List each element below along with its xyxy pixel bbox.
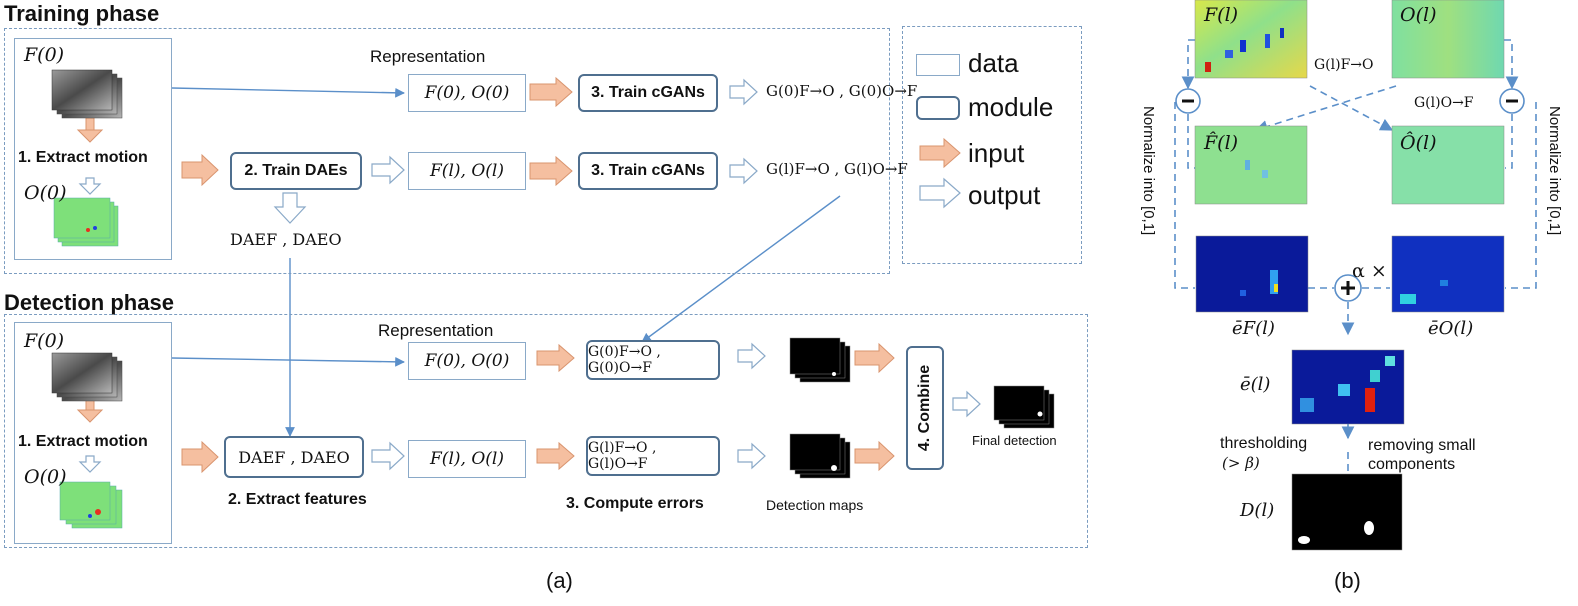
- data-f0-o0-training: F(0), O(0): [408, 74, 526, 112]
- representation-label-detection: Representation: [378, 321, 494, 340]
- train-cgans-module-0: 3. Train cGANs: [578, 74, 718, 112]
- video-frames-detection: [51, 352, 123, 402]
- dae-features-module: DAEF , DAEO: [224, 436, 364, 478]
- heatmap-F-hat: [1194, 125, 1308, 205]
- normalize-label-right: Normalize into [0,1]: [1546, 106, 1563, 236]
- generators-0-training: G(0)F→O , G(0)O→F: [766, 82, 918, 100]
- data-fl-ol-detection: F(l), O(l): [408, 440, 526, 478]
- label-g-of: G(l)O→F: [1414, 95, 1474, 111]
- combine-label: 4. Combine: [916, 364, 934, 452]
- beta-label: (> β): [1222, 454, 1260, 472]
- heatmap-O-hat: [1391, 125, 1505, 205]
- label-dl: D(l): [1240, 500, 1275, 521]
- label-f0-training: F(0): [24, 44, 65, 66]
- data-fl-ol-training: F(l), O(l): [408, 152, 526, 190]
- heatmap-error-F: [1195, 235, 1309, 313]
- heatmap-error-combined: [1291, 349, 1405, 425]
- output-arrows: [78, 78, 981, 473]
- input-frame-training: [14, 38, 172, 260]
- video-frames-training: [51, 69, 123, 119]
- heatmap-error-O: [1391, 235, 1505, 313]
- detection-region: [4, 314, 1088, 548]
- training-phase-title: Training phase: [4, 1, 160, 26]
- generators-0-module: G(0)F→O , G(0)O→F: [586, 340, 720, 380]
- label-fl: F(l): [1204, 4, 1239, 26]
- caption-a: (a): [546, 568, 573, 593]
- heatmap-O: [1391, 0, 1505, 79]
- legend-input-label: input: [968, 138, 1025, 168]
- dae-pair-output: DAEF , DAEO: [230, 230, 342, 249]
- legend-data-label: data: [968, 48, 1019, 78]
- label-o-hat: Ô(l): [1400, 132, 1437, 154]
- label-f0-detection: F(0): [24, 330, 65, 352]
- legend-data-swatch: [916, 54, 960, 76]
- extract-features-label: 2. Extract features: [228, 491, 367, 508]
- label-ol: O(l): [1400, 4, 1437, 26]
- legend-module-swatch: [916, 96, 960, 120]
- label-f-hat: F̂(l): [1204, 132, 1239, 154]
- normalize-label-left: Normalize into [0,1]: [1140, 106, 1157, 236]
- optical-flow-training: [53, 197, 119, 247]
- training-region: [4, 28, 890, 274]
- optical-flow-detection: [59, 481, 123, 529]
- data-f0-o0-detection: F(0), O(0): [408, 342, 526, 380]
- extract-motion-detection: 1. Extract motion: [18, 433, 148, 450]
- detection-phase-title: Detection phase: [4, 290, 174, 315]
- train-cgans-module-l: 3. Train cGANs: [578, 152, 718, 190]
- label-o0-detection: O(0): [24, 466, 67, 488]
- label-ebar-f: ēF(l): [1232, 318, 1275, 339]
- detection-maps: [789, 337, 1055, 479]
- train-daes-module: 2. Train DAEs: [230, 152, 362, 190]
- compute-errors-label: 3. Compute errors: [566, 495, 704, 512]
- representation-label-training: Representation: [370, 47, 486, 66]
- flow-arrows: [171, 87, 841, 437]
- generators-l-module: G(l)F→O , G(l)O→F: [586, 436, 720, 476]
- alpha-label: α ×: [1352, 260, 1387, 282]
- generators-l-training: G(l)F→O , G(l)O→F: [766, 160, 908, 178]
- detection-maps-label: Detection maps: [766, 497, 864, 513]
- heatmap-F: [1194, 0, 1308, 79]
- input-frame-detection: [14, 322, 172, 544]
- thresholding-label: thresholding: [1220, 435, 1308, 452]
- label-o0-training: O(0): [24, 182, 67, 204]
- combine-module: 4. Combine: [906, 346, 944, 470]
- operator-signs: [1182, 99, 1518, 295]
- legend-region: [902, 26, 1082, 264]
- binary-detection-map: [1291, 473, 1403, 551]
- input-arrows: [76, 76, 961, 474]
- caption-b: (b): [1334, 568, 1361, 593]
- panel-b-connectors: [1174, 39, 1537, 472]
- label-g-fo: G(l)F→O: [1314, 57, 1374, 73]
- label-ebar-o: ēO(l): [1428, 318, 1474, 339]
- final-detection-label: Final detection: [972, 433, 1057, 448]
- removing-label: removing small components: [1368, 437, 1476, 474]
- label-ebar: ē(l): [1240, 374, 1271, 395]
- extract-motion-training: 1. Extract motion: [18, 149, 148, 166]
- legend-output-label: output: [968, 180, 1041, 210]
- legend-module-label: module: [968, 92, 1054, 122]
